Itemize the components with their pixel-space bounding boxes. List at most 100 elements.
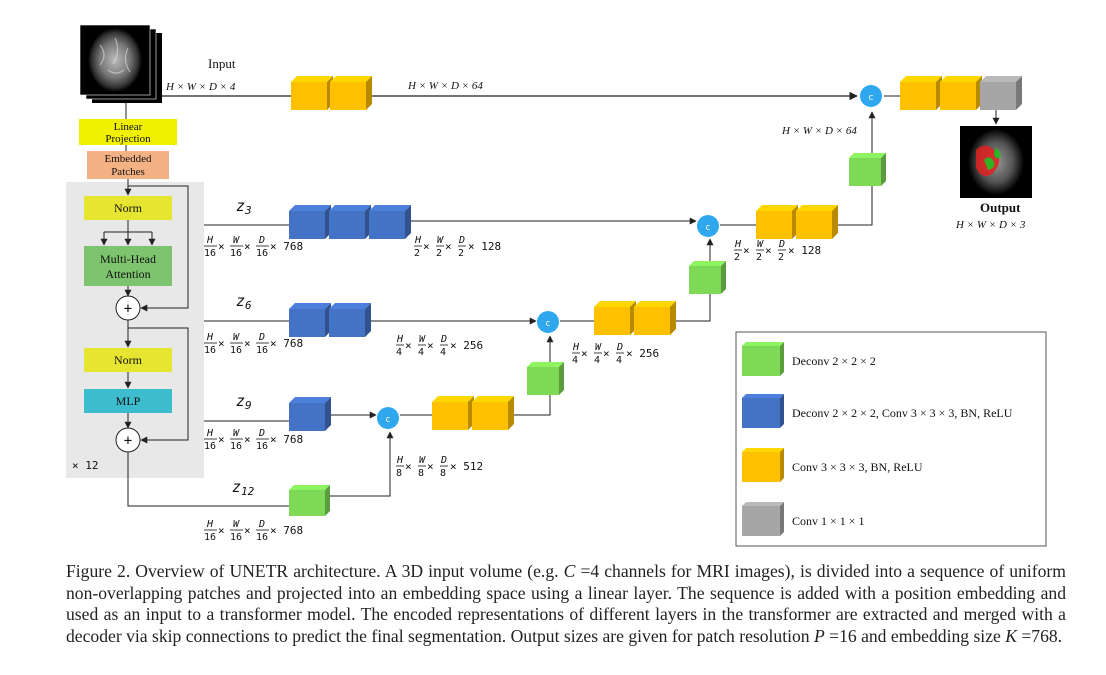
embedded-line1: Embedded bbox=[104, 153, 152, 165]
svg-text:D: D bbox=[258, 519, 265, 530]
svg-text:16: 16 bbox=[230, 532, 242, 543]
svg-text:×: × bbox=[244, 524, 251, 537]
legend-label: Conv 3 × 3 × 3, BN, ReLU bbox=[792, 460, 923, 474]
yellow-block bbox=[291, 76, 333, 110]
yellow-block bbox=[432, 396, 474, 430]
size-quarter-a: H4×W4×D4× 256 bbox=[396, 334, 483, 358]
add2-plus: + bbox=[124, 433, 132, 449]
embedded-patches-box bbox=[87, 151, 169, 179]
size-z6: H16×W16×D16× 768 bbox=[204, 332, 303, 356]
svg-text:8: 8 bbox=[440, 468, 446, 479]
legend-label: Conv 1 × 1 × 1 bbox=[792, 514, 865, 528]
svg-text:D: D bbox=[458, 235, 465, 246]
size-half-a: H2×W2×D2× 128 bbox=[414, 235, 501, 259]
svg-text:×: × bbox=[405, 460, 412, 473]
linear-line2: Projection bbox=[105, 133, 151, 145]
legend: Deconv 2 × 2 × 2 Deconv 2 × 2 × 2, Conv 3… bbox=[742, 342, 1013, 536]
legend-item: Conv 3 × 3 × 3, BN, ReLU bbox=[742, 448, 923, 482]
svg-text:W: W bbox=[757, 239, 764, 250]
size-quarter-b: H4×W4×D4× 256 bbox=[572, 342, 659, 366]
svg-text:× 768: × 768 bbox=[270, 240, 303, 253]
svg-text:H: H bbox=[206, 428, 214, 439]
svg-text:16: 16 bbox=[204, 532, 216, 543]
blue-block bbox=[329, 303, 371, 337]
svg-text:× 256: × 256 bbox=[450, 339, 483, 352]
svg-text:W: W bbox=[419, 455, 426, 466]
svg-text:16: 16 bbox=[204, 345, 216, 356]
svg-text:2: 2 bbox=[436, 248, 442, 259]
svg-text:4: 4 bbox=[594, 355, 600, 366]
add1-plus: + bbox=[124, 301, 132, 317]
legend-item: Deconv 2 × 2 × 2 bbox=[742, 342, 876, 376]
input-size: H × W × D × 4 bbox=[165, 81, 236, 93]
norm1-label: Norm bbox=[114, 201, 143, 215]
svg-text:4: 4 bbox=[440, 347, 446, 358]
yellow-block bbox=[796, 205, 838, 239]
svg-text:4: 4 bbox=[396, 347, 402, 358]
svg-text:×: × bbox=[405, 339, 412, 352]
svg-text:× 128: × 128 bbox=[468, 240, 501, 253]
blue-block bbox=[289, 205, 331, 239]
svg-text:W: W bbox=[233, 332, 240, 343]
svg-text:D: D bbox=[616, 342, 623, 353]
svg-text:×: × bbox=[244, 337, 251, 350]
svg-text:2: 2 bbox=[778, 252, 784, 263]
svg-text:D: D bbox=[258, 332, 265, 343]
yellow-block bbox=[594, 301, 636, 335]
svg-text:W: W bbox=[595, 342, 602, 353]
svg-text:16: 16 bbox=[230, 441, 242, 452]
svg-text:×: × bbox=[581, 347, 588, 360]
svg-text:H: H bbox=[572, 342, 580, 353]
svg-text:2: 2 bbox=[458, 248, 464, 259]
svg-text:16: 16 bbox=[204, 441, 216, 452]
z3-label: z3 bbox=[236, 197, 252, 217]
svg-text:2: 2 bbox=[756, 252, 762, 263]
svg-text:16: 16 bbox=[256, 248, 268, 259]
svg-text:W: W bbox=[437, 235, 444, 246]
svg-text:W: W bbox=[233, 235, 240, 246]
svg-text:4: 4 bbox=[616, 355, 622, 366]
mlp-box bbox=[84, 389, 172, 413]
green-block bbox=[289, 485, 330, 516]
input-label: Input bbox=[208, 56, 236, 71]
legend-item: Deconv 2 × 2 × 2, Conv 3 × 3 × 3, BN, Re… bbox=[742, 394, 1013, 428]
svg-text:c: c bbox=[868, 93, 873, 103]
yellow-block bbox=[472, 396, 514, 430]
svg-text:W: W bbox=[233, 428, 240, 439]
legend-swatch bbox=[742, 398, 780, 428]
linear-line1: Linear bbox=[114, 121, 143, 133]
svg-text:×: × bbox=[765, 244, 772, 257]
output-image bbox=[960, 126, 1032, 198]
encoder-panel bbox=[66, 182, 204, 478]
svg-text:D: D bbox=[258, 235, 265, 246]
concat-z9: c bbox=[377, 407, 399, 429]
legend-swatch bbox=[742, 506, 780, 536]
mlp-label: MLP bbox=[116, 394, 141, 408]
size-half-b: H2×W2×D2× 128 bbox=[734, 239, 821, 263]
svg-text:W: W bbox=[419, 334, 426, 345]
svg-text:4: 4 bbox=[418, 347, 424, 358]
svg-text:×: × bbox=[445, 240, 452, 253]
legend-swatch bbox=[742, 452, 780, 482]
svg-text:8: 8 bbox=[418, 468, 424, 479]
embedded-line2: Patches bbox=[111, 166, 145, 178]
svg-text:H: H bbox=[396, 455, 404, 466]
norm2-label: Norm bbox=[114, 353, 143, 367]
svg-text:×: × bbox=[427, 460, 434, 473]
svg-text:× 768: × 768 bbox=[270, 524, 303, 537]
concat-z3: c bbox=[697, 215, 719, 237]
z12-label: z12 bbox=[232, 478, 255, 498]
svg-text:16: 16 bbox=[230, 248, 242, 259]
svg-text:2: 2 bbox=[734, 252, 740, 263]
yellow-block bbox=[634, 301, 676, 335]
repeat-label: × 12 bbox=[72, 459, 99, 472]
top-right-size: H × W × D × 64 bbox=[781, 125, 857, 137]
unetr-diagram: Input H × W × D × 4 H × W × D × 64 Linea… bbox=[66, 24, 1047, 547]
legend-swatch bbox=[742, 346, 780, 376]
svg-text:× 768: × 768 bbox=[270, 337, 303, 350]
svg-text:×: × bbox=[218, 433, 225, 446]
norm2-box bbox=[84, 348, 172, 372]
svg-text:H: H bbox=[206, 235, 214, 246]
svg-text:×: × bbox=[427, 339, 434, 352]
